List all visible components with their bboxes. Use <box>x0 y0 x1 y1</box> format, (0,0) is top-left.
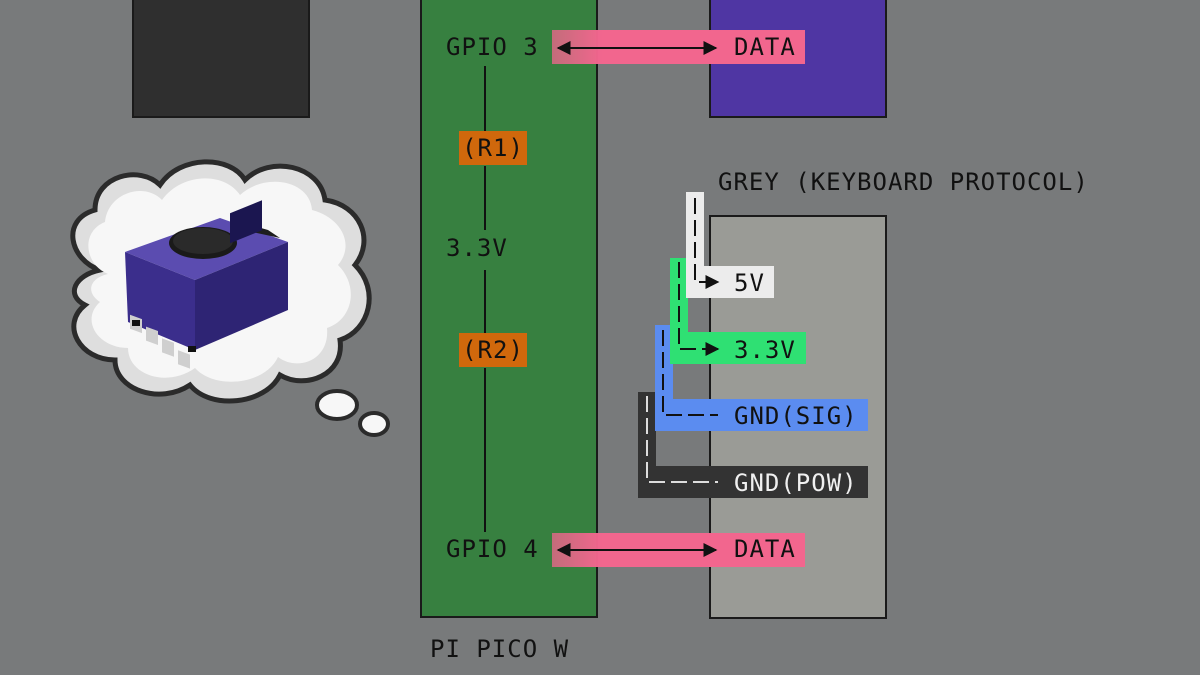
pull-up-line-2 <box>484 166 486 230</box>
wire-gnd-sig-line <box>662 330 718 416</box>
gpio-3-label: GPIO 3 <box>446 33 539 61</box>
wire-5v-line <box>694 198 720 289</box>
thought-bubble <box>70 159 390 437</box>
pull-up-line-3 <box>484 270 486 334</box>
pin-label-5v: 5V <box>734 269 765 297</box>
wire-3v3-line <box>678 262 720 356</box>
voltage-label: 3.3V <box>446 234 508 262</box>
pico-board <box>420 0 598 618</box>
data-label-bottom: DATA <box>734 535 796 563</box>
gamecube-console-icon <box>125 200 288 369</box>
pico-name-label: PI PICO W <box>430 635 570 663</box>
pin-label-gnd-pow: GND(POW) <box>734 469 858 497</box>
pin-label-3v3: 3.3V <box>734 336 796 364</box>
pull-up-line-1 <box>484 66 486 132</box>
resistor-r1: (R1) <box>459 131 527 165</box>
wire-gnd-pow-line <box>646 396 718 483</box>
data-label-top: DATA <box>734 33 796 61</box>
resistor-r2: (R2) <box>459 333 527 367</box>
pull-up-line-4 <box>484 368 486 532</box>
pin-label-gnd-sig: GND(SIG) <box>734 402 858 430</box>
dark-device-block <box>132 0 310 118</box>
connector-title: GREY (KEYBOARD PROTOCOL) <box>718 168 1089 196</box>
gpio-4-label: GPIO 4 <box>446 535 539 563</box>
